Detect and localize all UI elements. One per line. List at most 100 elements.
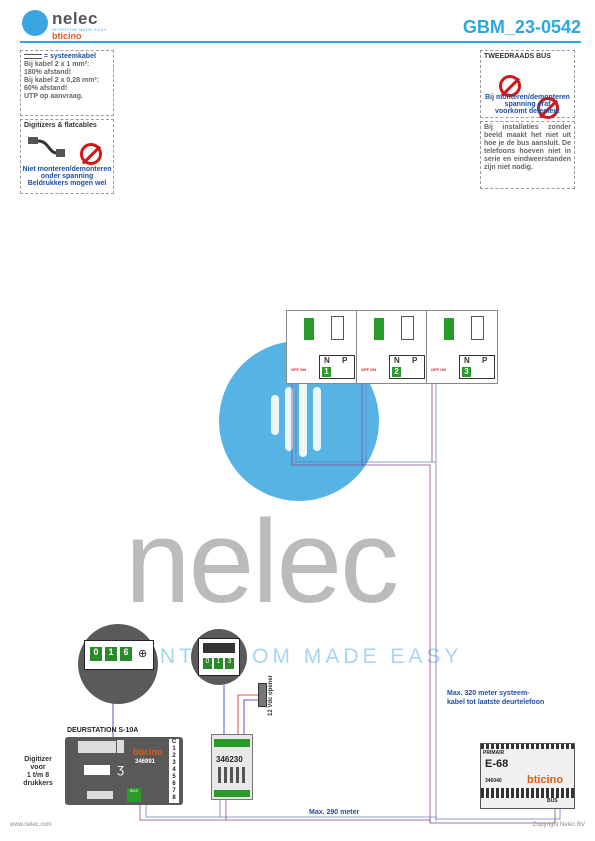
max-system-cable-line: kabel tot laatste deurtelefoon (447, 699, 545, 706)
system-cable-line: Bij kabel 2 x 1 mm²: (24, 61, 90, 68)
door-station-bus-terminal: BUS (127, 788, 141, 802)
psu-model: E-68 (485, 758, 509, 770)
footer-copyright: Copyright Nelec BV (532, 822, 585, 828)
phone-dip-switch: N P 3 (459, 355, 495, 379)
system-cable-line: 60% afstand! (24, 85, 68, 92)
terminal-label: 7 (172, 788, 176, 794)
power-supply-unit: PRIMAIR E-68 346040 bticino BUS (480, 743, 575, 809)
digitizer-warning-title: Digitizers & flatcables (24, 122, 97, 129)
zoom-digit: 6 (120, 647, 132, 661)
interface-zoom-display: 0 1 3 (198, 638, 240, 676)
door-opener-icon (258, 683, 267, 707)
door-station-setting-icon: ʒ (117, 761, 125, 776)
bus-warning-line: Bij monteren/demonteren (485, 94, 570, 101)
psu-brand: bticino (527, 774, 564, 786)
intercom-phone-2: N P 2 OFF ON (356, 310, 428, 384)
bus-wiring-note: Bij installaties zonder beeld maakt het … (484, 124, 571, 171)
door-station-terminal-strip: C 1 2 3 4 5 6 7 8 (169, 739, 179, 803)
phone-p-label: P (412, 356, 418, 365)
terminal-label: 6 (172, 781, 176, 787)
watermark-text: nelec (125, 496, 399, 628)
digitizer-warning-box: Digitizers & flatcables Niet monteren/de… (20, 119, 114, 194)
phone-dip-switch: N P 2 (389, 355, 425, 379)
no-power-warning-icon (537, 97, 559, 119)
flatcable-icon (28, 137, 65, 157)
logo-tagline: INTERCOM MADE EASY (52, 27, 107, 32)
phone-number: 3 (462, 367, 471, 377)
phone-terminal-block (444, 318, 454, 340)
interface-module: 346230 (211, 734, 253, 800)
phone-handset-icon (401, 316, 414, 340)
psu-bus-label: BUS (547, 798, 558, 804)
digitizer-note-line: voor (30, 764, 46, 771)
terminal-label: 5 (172, 774, 176, 780)
digitizer-note-line: 1 t/m 8 (26, 772, 50, 779)
phone-number: 1 (322, 367, 331, 377)
header-divider (20, 41, 581, 43)
system-cable-info-box: = systeemkabel Bij kabel 2 x 1 mm²: 180%… (20, 50, 114, 116)
bus-wiring-note-box: Bij installaties zonder beeld maakt het … (480, 121, 575, 189)
phone-number: 2 (392, 367, 401, 377)
bus-warning-line: voorkomt defecten! (495, 108, 560, 115)
system-cable-line: 180% afstand! (24, 69, 72, 76)
two-wire-bus-warning-box: TWEEDRAADS BUS Bij monteren/demonteren s… (480, 50, 575, 119)
phone-handset-icon (331, 316, 344, 340)
interface-zoom-lens: 0 1 3 (191, 629, 247, 685)
digitizer-connector (78, 741, 116, 753)
phone-dip-switch: N P 1 (319, 355, 355, 379)
nelec-logo-icon (22, 10, 48, 36)
adjust-screw-icon: ⊕ (138, 648, 148, 660)
terminal-label: 3 (172, 760, 176, 766)
psu-code: 346040 (485, 778, 502, 784)
phone-n-label: N (324, 356, 330, 365)
logo-name: nelec (52, 9, 98, 28)
digitizer-warning-line: onder spanning (40, 173, 94, 180)
no-plug-warning-icon (499, 75, 521, 97)
terminal-label: 4 (172, 767, 176, 773)
zoom-digit: 1 (214, 658, 223, 669)
digitizer-note-line: Digitizer (24, 756, 52, 763)
phone-switch-label: OFF ON (291, 367, 307, 372)
zoom-digit: 0 (90, 647, 102, 661)
phone-terminal-block (374, 318, 384, 340)
system-cable-title: = systeemkabel (43, 53, 96, 60)
digitizer-warning-line: Beldrukkers mogen wel (27, 180, 107, 187)
phone-switch-label: OFF ON (361, 367, 377, 372)
door-station-label: DEURSTATION S-10A (67, 727, 139, 734)
psu-vent-bottom (481, 788, 574, 798)
psu-vent-top (481, 744, 574, 749)
phone-switch-label: OFF ON (431, 367, 447, 372)
terminal-label: 2 (172, 753, 176, 759)
interface-bus-terminal (214, 790, 250, 797)
digitizer-note-line: drukkers (23, 780, 53, 787)
door-station-dip-switch (84, 765, 110, 775)
door-station-model: 346991 (135, 759, 156, 765)
digitizer-note: Digitizer voor 1 t/m 8 drukkers (18, 756, 58, 788)
document-id: GBM_23-0542 (462, 17, 581, 37)
max-run-note: Max. 290 meter (309, 809, 360, 816)
logo-brand: bticino (52, 31, 82, 41)
zoom-digit: 1 (105, 647, 117, 661)
zoom-digit: 0 (203, 658, 212, 669)
bus-warning-line: spanning eraf (504, 101, 551, 108)
door-station-zoom-display: 0 1 6 ⊕ (84, 640, 154, 670)
door-station-zoom-lens: 0 1 6 ⊕ (78, 624, 158, 704)
system-cable-line: UTP op aanvraag. (24, 93, 84, 100)
zoom-digit: 3 (225, 658, 234, 669)
terminal-label: C (171, 739, 177, 745)
two-wire-bus-title: TWEEDRAADS BUS (484, 53, 551, 60)
no-power-warning-icon (80, 143, 102, 165)
door-station-brand: bticino (133, 747, 163, 757)
terminal-label: 8 (172, 795, 176, 801)
interface-dip-block (203, 643, 235, 653)
footer-website: www.nelec.com (10, 822, 52, 828)
system-cable-line: Bij kabel 2 x 0,28 mm²: (24, 77, 100, 84)
interface-model: 346230 (216, 755, 243, 764)
terminal-label: 1 (172, 746, 176, 752)
opener-label: 12 Vdc opener (268, 674, 274, 716)
intercom-phone-1: N P 1 OFF ON (286, 310, 358, 384)
intercom-phone-3: N P 3 OFF ON (426, 310, 498, 384)
psu-primary-label: PRIMAIR (483, 750, 505, 756)
phone-p-label: P (482, 356, 488, 365)
